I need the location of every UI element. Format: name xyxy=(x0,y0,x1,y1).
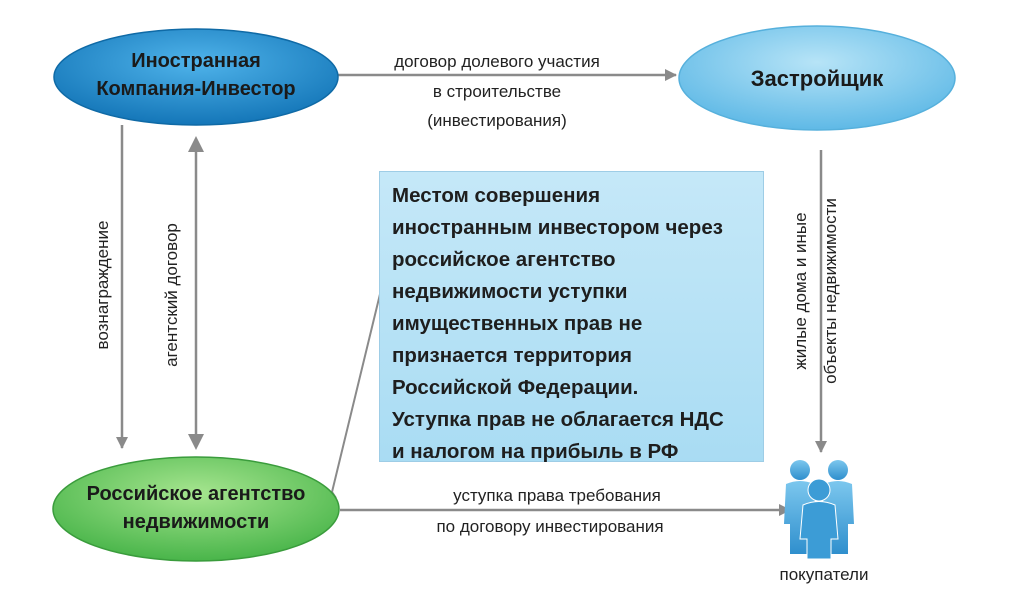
investor-label-line1: Иностранная xyxy=(131,50,261,72)
note-line: Местом совершения xyxy=(392,184,601,207)
note-line: Российской Федерации. xyxy=(392,376,639,399)
agency-label-line1: Российское агентство xyxy=(87,483,306,505)
person-front xyxy=(799,478,839,560)
note-line: Уступка прав не облагается НДС xyxy=(392,408,724,431)
buyers-people-icon xyxy=(784,460,854,560)
note-line: имущественных прав не xyxy=(392,312,643,335)
agency-ellipse xyxy=(52,456,340,562)
investor-label-line2: Компания-Инвестор xyxy=(96,78,295,100)
note-line: иностранным инвестором через xyxy=(392,216,723,239)
note-line: недвижимости уступки xyxy=(392,280,628,303)
note-pointer xyxy=(330,289,382,499)
note-line: признается территория xyxy=(392,344,632,367)
agency-contract-label: агентский договор xyxy=(162,223,181,367)
developer-label: Застройщик xyxy=(751,66,885,91)
arrow-up-head xyxy=(188,136,204,152)
remuneration-label: вознаграждение xyxy=(93,221,112,350)
edge-agency-contract xyxy=(188,136,204,450)
equity-contract-line2: в строительстве xyxy=(433,82,561,101)
note-line: и налогом на прибыль в РФ xyxy=(392,440,679,463)
info-note-box: Местом совершения иностранным инвестором… xyxy=(379,171,764,463)
agency-label-line2: недвижимости xyxy=(123,511,270,533)
equity-contract-line1: договор долевого участия xyxy=(394,52,600,71)
node-developer: Застройщик xyxy=(678,25,956,131)
housing-label-line1: жилые дома и иные xyxy=(791,212,810,369)
assignment-line1: уступка права требования xyxy=(453,486,661,505)
equity-contract-line3: (инвестирования) xyxy=(427,111,567,130)
investor-ellipse xyxy=(53,28,339,126)
housing-label-line2: объекты недвижимости xyxy=(821,198,840,384)
assignment-line2: по договору инвестирования xyxy=(436,517,663,536)
node-investor: Иностранная Компания-Инвестор xyxy=(53,28,339,126)
developer-ellipse xyxy=(678,25,956,131)
note-line: российское агентство xyxy=(392,248,616,271)
arrow-down-head xyxy=(188,434,204,450)
buyers-label: покупатели xyxy=(780,565,869,584)
node-agency: Российское агентство недвижимости xyxy=(52,456,340,562)
